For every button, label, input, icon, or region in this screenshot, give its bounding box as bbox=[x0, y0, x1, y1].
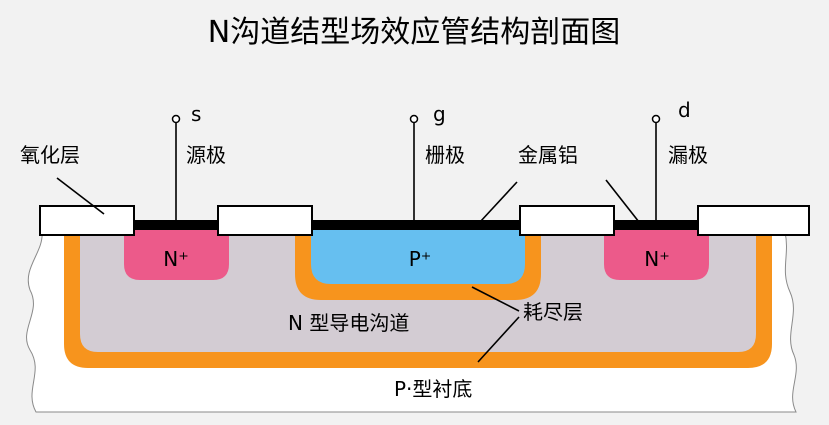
metal-label: 金属铝 bbox=[518, 143, 578, 167]
drain-terminal-dot bbox=[651, 114, 661, 124]
oxide-block-mid-right bbox=[519, 205, 615, 236]
source-terminal: s 源极 bbox=[171, 102, 226, 221]
oxide-leader bbox=[56, 177, 105, 215]
gate-terminal-dot bbox=[409, 114, 419, 124]
depletion-leader-upper bbox=[471, 286, 520, 312]
drain-name: 漏极 bbox=[668, 143, 708, 167]
source-symbol: s bbox=[191, 102, 201, 126]
n-plus-source-label: N⁺ bbox=[163, 247, 189, 271]
metal-leader-left bbox=[479, 181, 518, 223]
oxide-label: 氧化层 bbox=[20, 143, 80, 167]
gate-terminal: g 栅极 bbox=[409, 102, 465, 221]
p-plus-label: P⁺ bbox=[409, 247, 432, 271]
metal-aluminum-layer bbox=[132, 220, 704, 230]
drain-symbol: d bbox=[678, 98, 691, 122]
gate-symbol: g bbox=[433, 102, 446, 126]
n-plus-source-region bbox=[124, 226, 229, 280]
metal-leader-right bbox=[605, 179, 640, 223]
drain-terminal: d 漏极 bbox=[651, 98, 708, 221]
n-plus-drain-label: N⁺ bbox=[644, 247, 670, 271]
oxide-block-left bbox=[39, 205, 135, 236]
gate-name: 栅极 bbox=[425, 143, 465, 167]
oxide-block-mid-left bbox=[217, 205, 313, 236]
n-plus-drain-region bbox=[604, 226, 709, 280]
p-plus-region bbox=[311, 226, 525, 284]
oxide-block-right bbox=[697, 205, 810, 236]
depletion-leader-lower bbox=[477, 316, 520, 363]
substrate-label: P·型衬底 bbox=[394, 377, 472, 401]
channel-label: N 型导电沟道 bbox=[288, 311, 409, 335]
depletion-label: 耗尽层 bbox=[523, 300, 583, 324]
source-name: 源极 bbox=[186, 143, 226, 167]
source-terminal-dot bbox=[171, 114, 181, 124]
diagram-title: N沟道结型场效应管结构剖面图 bbox=[208, 15, 620, 50]
